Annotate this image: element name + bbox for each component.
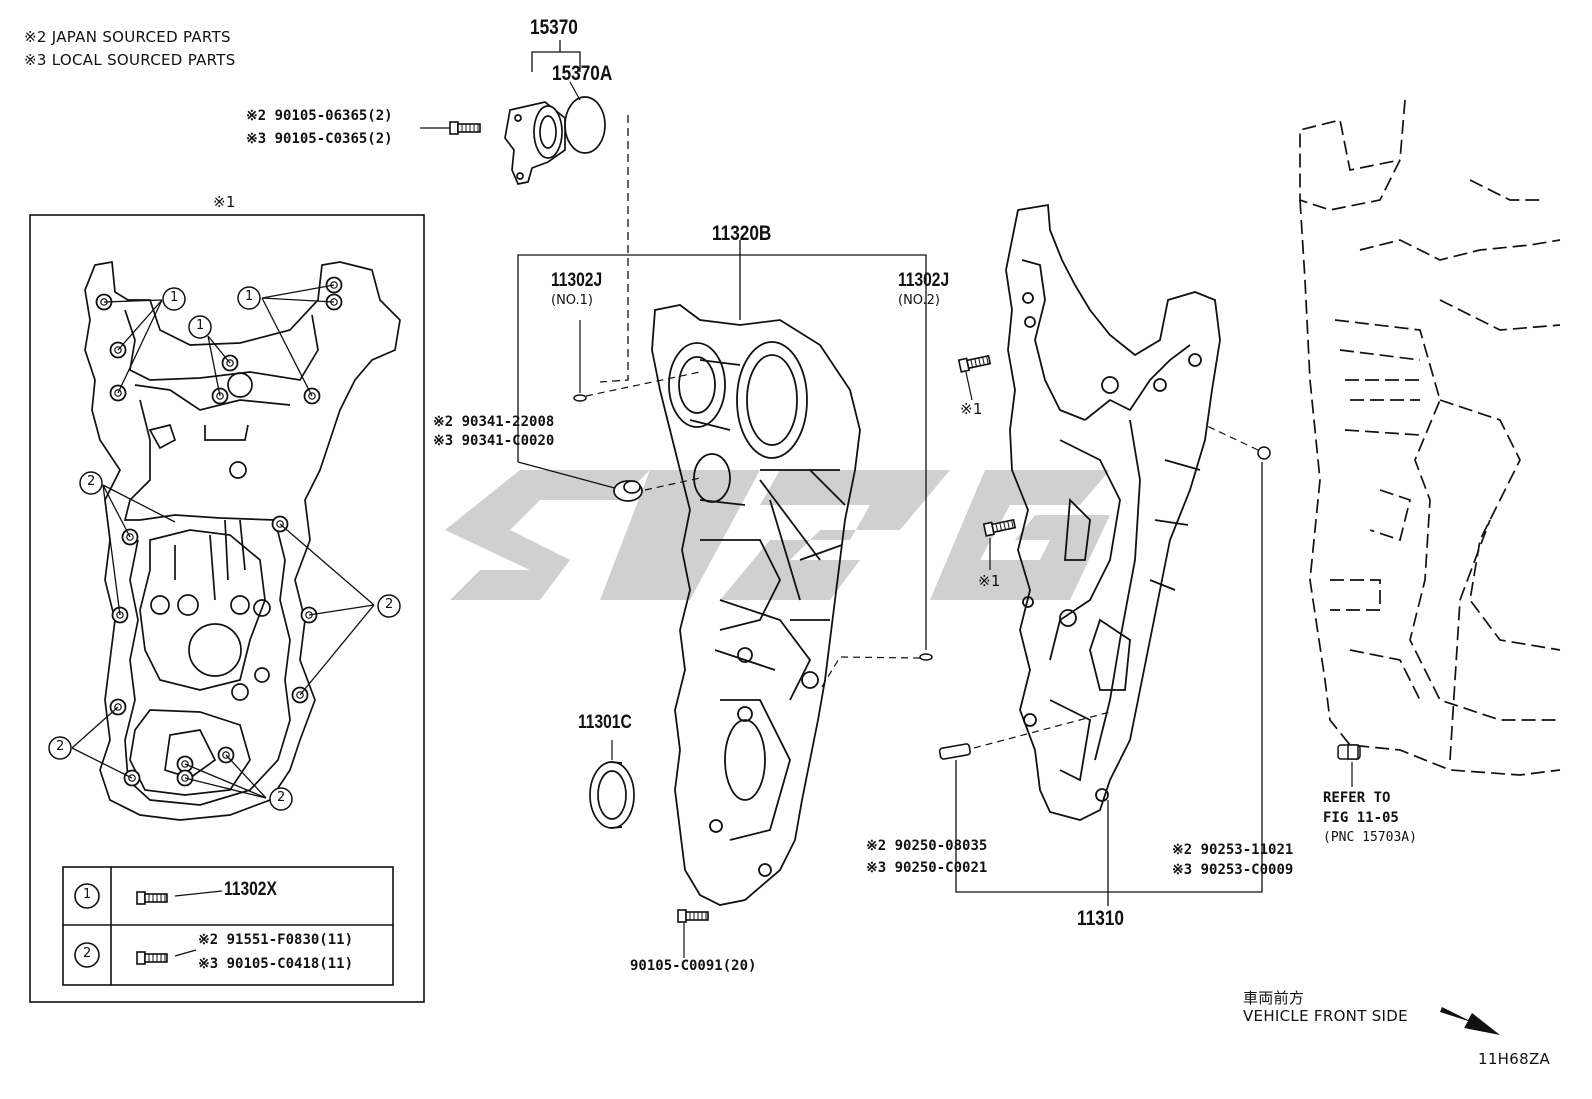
callout-2: 2 bbox=[277, 790, 286, 805]
legend-row2-japan: ※2 91551-F0830(11) bbox=[198, 932, 354, 948]
inset-callouts bbox=[48, 286, 401, 811]
label-11302j-no1-sub: (NO.1) bbox=[551, 293, 593, 308]
legend-bolt-2 bbox=[136, 951, 168, 965]
part-15370a-ring bbox=[564, 96, 606, 154]
inset-mark: ※1 bbox=[213, 193, 236, 211]
note-local-sourced: ※3 LOCAL SOURCED PARTS bbox=[24, 51, 236, 69]
inset-leader-lines bbox=[71, 284, 375, 799]
callout-2: 2 bbox=[385, 597, 394, 612]
legend-row2-number: 2 bbox=[83, 946, 92, 961]
part-90253-dowel bbox=[1257, 446, 1271, 460]
legend-leader-2 bbox=[174, 949, 197, 957]
dashed-pin-no2 bbox=[819, 656, 921, 691]
label-11320b: 11320B bbox=[712, 222, 772, 245]
label-refer-to: REFER TO bbox=[1323, 790, 1391, 806]
pin-11302j-no2 bbox=[919, 653, 933, 661]
bolt-mark1-a bbox=[957, 353, 992, 373]
label-mark1-a: ※1 bbox=[960, 400, 983, 418]
label-bolt-top-local: ※3 90105-C0365(2) bbox=[246, 131, 393, 147]
watermark-logo bbox=[445, 470, 1110, 600]
figure-id: 11H68ZA bbox=[1478, 1050, 1551, 1068]
label-refer-fig: FIG 11-05 bbox=[1323, 810, 1399, 826]
inset-timing-cover bbox=[84, 261, 401, 821]
label-11302j-no2: 11302J bbox=[898, 270, 950, 291]
label-mark1-b: ※1 bbox=[978, 572, 1001, 590]
direction-english: VEHICLE FRONT SIDE bbox=[1243, 1007, 1408, 1025]
engine-block bbox=[1299, 99, 1561, 776]
dashed-90250 bbox=[973, 711, 1111, 749]
leader-15370a bbox=[569, 81, 581, 101]
legend-row1-part: 11302X bbox=[224, 879, 277, 900]
dashed-plug bbox=[644, 477, 701, 491]
inset-frame bbox=[29, 214, 425, 1003]
label-11302j-no1: 11302J bbox=[551, 270, 603, 291]
callout-1: 1 bbox=[170, 290, 179, 305]
legend-row1-number: 1 bbox=[83, 887, 92, 902]
label-pin-japan: ※2 90250-08035 bbox=[866, 838, 988, 854]
leader-plug bbox=[517, 461, 623, 491]
dashed-90253 bbox=[1204, 424, 1259, 451]
bolt-90105-c0091 bbox=[677, 909, 709, 923]
legend-row2-local: ※3 90105-C0418(11) bbox=[198, 956, 354, 972]
label-plug-japan: ※2 90341-22008 bbox=[433, 414, 555, 430]
callout-2: 2 bbox=[87, 474, 96, 489]
legend-leader-1 bbox=[174, 890, 223, 897]
label-11302j-no2-sub: (NO.2) bbox=[898, 293, 940, 308]
vehicle-front-arrow bbox=[1440, 1007, 1500, 1035]
bracket-15370 bbox=[531, 40, 581, 72]
bolt-90105-06365 bbox=[449, 121, 481, 135]
label-dowel-local: ※3 90253-C0009 bbox=[1172, 862, 1294, 878]
callout-2: 2 bbox=[56, 739, 65, 754]
label-dowel-japan: ※2 90253-11021 bbox=[1172, 842, 1294, 858]
label-11301c: 11301C bbox=[578, 712, 632, 733]
part-90341-plug bbox=[613, 480, 643, 502]
legend-bolt-1 bbox=[136, 891, 168, 905]
label-15370a: 15370A bbox=[552, 62, 613, 85]
dashed-15370 bbox=[599, 115, 629, 383]
label-plug-local: ※3 90341-C0020 bbox=[433, 433, 555, 449]
label-refer-pnc: (PNC 15703A) bbox=[1323, 830, 1417, 845]
direction-japanese: 車両前方 bbox=[1243, 989, 1305, 1007]
part-11320b-cover bbox=[651, 304, 861, 906]
note-japan-sourced: ※2 JAPAN SOURCED PARTS bbox=[24, 28, 231, 46]
part-11310-case bbox=[1005, 203, 1221, 821]
bracket-11310 bbox=[955, 462, 1263, 906]
pin-11302j-no1 bbox=[573, 394, 587, 402]
label-11310: 11310 bbox=[1077, 907, 1124, 930]
legend-table bbox=[62, 866, 394, 986]
label-pin-local: ※3 90250-C0021 bbox=[866, 860, 988, 876]
label-bolt-bottom: 90105-C0091(20) bbox=[630, 958, 757, 974]
label-bolt-top-japan: ※2 90105-06365(2) bbox=[246, 108, 393, 124]
part-90250-pin bbox=[938, 743, 971, 760]
callout-1: 1 bbox=[245, 289, 254, 304]
part-15370-pump bbox=[504, 101, 566, 185]
bracket-11320b bbox=[517, 240, 927, 650]
leader-mark1-a bbox=[965, 371, 973, 401]
engine-block-bolt bbox=[1337, 744, 1361, 760]
dashed-pin-no1 bbox=[585, 371, 701, 397]
label-15370: 15370 bbox=[530, 16, 578, 39]
callout-1: 1 bbox=[196, 318, 205, 333]
part-11301c-seal bbox=[589, 761, 635, 829]
